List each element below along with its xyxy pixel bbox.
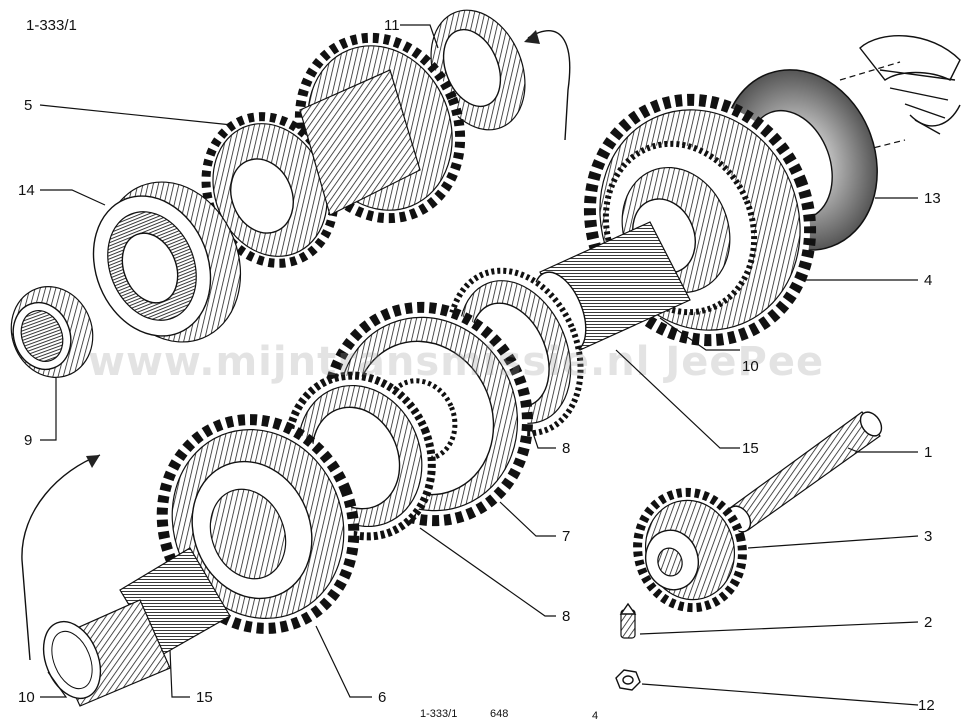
rotation-arrow-bottom-head: [86, 455, 100, 468]
callout-4: 4: [924, 272, 932, 289]
gear-5: [201, 32, 466, 268]
footer-code: 648: [490, 708, 508, 720]
callout-labels: 11 5 14 9 13 4 10 15 8 1 7 3 8 2 6 12 10…: [18, 17, 941, 714]
watermark: www.mijntransmissie.nl JeePee: [88, 339, 824, 385]
footer: 1-333/1 648 4: [420, 708, 598, 722]
callout-3: 3: [924, 528, 932, 545]
callout-6: 6: [378, 689, 386, 706]
fork-guide-lines: [839, 61, 906, 151]
callout-13: 13: [924, 190, 941, 207]
rotation-arrow-top-head: [524, 30, 540, 44]
footer-ref: 1-333/1: [420, 708, 457, 720]
callout-10-lower: 10: [18, 689, 35, 706]
callout-8-lower: 8: [562, 608, 570, 625]
callout-5: 5: [24, 97, 32, 114]
callout-14: 14: [18, 182, 35, 199]
shaft-1: [726, 411, 883, 533]
nut-12: [615, 669, 641, 691]
callout-15-upper: 15: [742, 440, 759, 457]
pin-2: [619, 602, 637, 639]
gear-6: [156, 414, 360, 634]
footer-page: 4: [592, 710, 598, 722]
gear-3: [633, 487, 747, 613]
gear-4: [583, 93, 817, 347]
nut-9: [10, 286, 94, 378]
callout-12: 12: [918, 697, 935, 714]
callout-11: 11: [384, 17, 400, 34]
fork-part: [859, 35, 961, 135]
callout-15-lower: 15: [196, 689, 213, 706]
callout-8-upper: 8: [562, 440, 570, 457]
callout-1: 1: [924, 444, 932, 461]
bearing-14: [92, 181, 242, 343]
callout-2: 2: [924, 614, 932, 631]
rotation-arrow-top: [527, 30, 571, 141]
callout-9: 9: [24, 432, 32, 449]
rotation-arrow-bottom: [21, 454, 101, 661]
callout-7: 7: [562, 528, 570, 545]
leader-lines: [39, 24, 919, 706]
bushing-10-lower: [42, 599, 171, 707]
sheet-reference: 1-333/1: [26, 17, 77, 34]
callout-10-upper: 10: [742, 358, 759, 375]
